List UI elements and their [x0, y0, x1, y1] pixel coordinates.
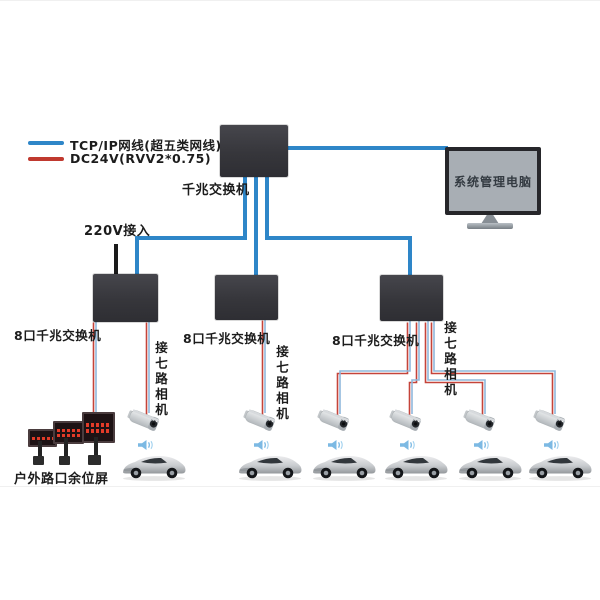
car-icon — [313, 456, 376, 481]
cctv-camera-icon — [460, 406, 497, 435]
display-pole — [64, 438, 68, 457]
power-cable — [114, 244, 118, 275]
cctv-camera-icon — [240, 406, 277, 435]
display-base — [59, 456, 70, 465]
audio-icon — [137, 439, 153, 451]
network-trunk-line — [265, 236, 412, 240]
outdoor-display-3 — [82, 412, 115, 443]
audio-icon — [327, 439, 343, 451]
access-switch-2 — [215, 275, 278, 320]
legend-label-network: TCP/IP网线(超五类网线) — [70, 138, 222, 153]
access-switch-1-label: 8口千兆交换机 — [14, 328, 102, 343]
audio-icon — [473, 439, 489, 451]
core-switch — [220, 125, 288, 177]
car-icon — [529, 456, 592, 481]
access-switch-3 — [380, 275, 443, 321]
legend-label-dc24v: DC24V(RVV2*0.75) — [70, 151, 212, 166]
network-trunk-line — [135, 238, 139, 275]
network-trunk-line — [254, 177, 258, 276]
display-base — [33, 456, 44, 465]
cctv-camera-icon — [314, 406, 351, 435]
led-text-row — [86, 422, 111, 427]
core-switch-label: 千兆交换机 — [182, 183, 250, 198]
photo-top-edge — [0, 0, 600, 1]
monitor-stand-neck — [481, 215, 499, 224]
camera-branch-label-3: 接七路相机 — [442, 321, 457, 399]
display-pole — [38, 441, 42, 457]
display-group-label: 户外路口余位屏 — [14, 472, 109, 487]
cctv-camera-icon — [386, 406, 423, 435]
power-line-swatch — [28, 157, 64, 161]
access-switch-1 — [93, 274, 158, 322]
car-icon — [385, 456, 448, 481]
outdoor-display-2 — [53, 421, 84, 444]
access-switch-2-label: 8口千兆交换机 — [183, 331, 271, 346]
management-pc-monitor: 系统管理电脑 — [445, 147, 541, 215]
camera-branch-label-1: 接七路相机 — [153, 341, 168, 419]
cctv-camera-icon — [530, 406, 567, 435]
car-icon — [459, 456, 522, 481]
car-icon — [123, 456, 186, 481]
led-text-row — [57, 433, 80, 437]
network-line-swatch — [28, 141, 64, 145]
management-pc-label: 系统管理电脑 — [453, 174, 532, 189]
network-trunk-line — [135, 236, 247, 240]
display-base — [88, 455, 101, 465]
audio-icon — [399, 439, 415, 451]
access-switch-3-label: 8口千兆交换机 — [332, 333, 420, 348]
led-text-row — [57, 428, 80, 432]
network-trunk-line — [243, 177, 247, 240]
monitor-stand-base — [467, 223, 513, 229]
led-text-row — [86, 428, 111, 433]
power-input-label: 220V接入 — [84, 224, 151, 239]
camera-branch-label-2: 接七路相机 — [274, 345, 289, 423]
photo-bottom-edge — [0, 486, 600, 487]
display-pole — [94, 437, 98, 456]
car-icon — [239, 456, 302, 481]
network-trunk-line — [408, 238, 412, 275]
audio-icon — [543, 439, 559, 451]
audio-icon — [253, 439, 269, 451]
led-text-row — [32, 436, 53, 440]
network-trunk-line — [265, 177, 269, 240]
network-trunk-line — [288, 146, 448, 150]
